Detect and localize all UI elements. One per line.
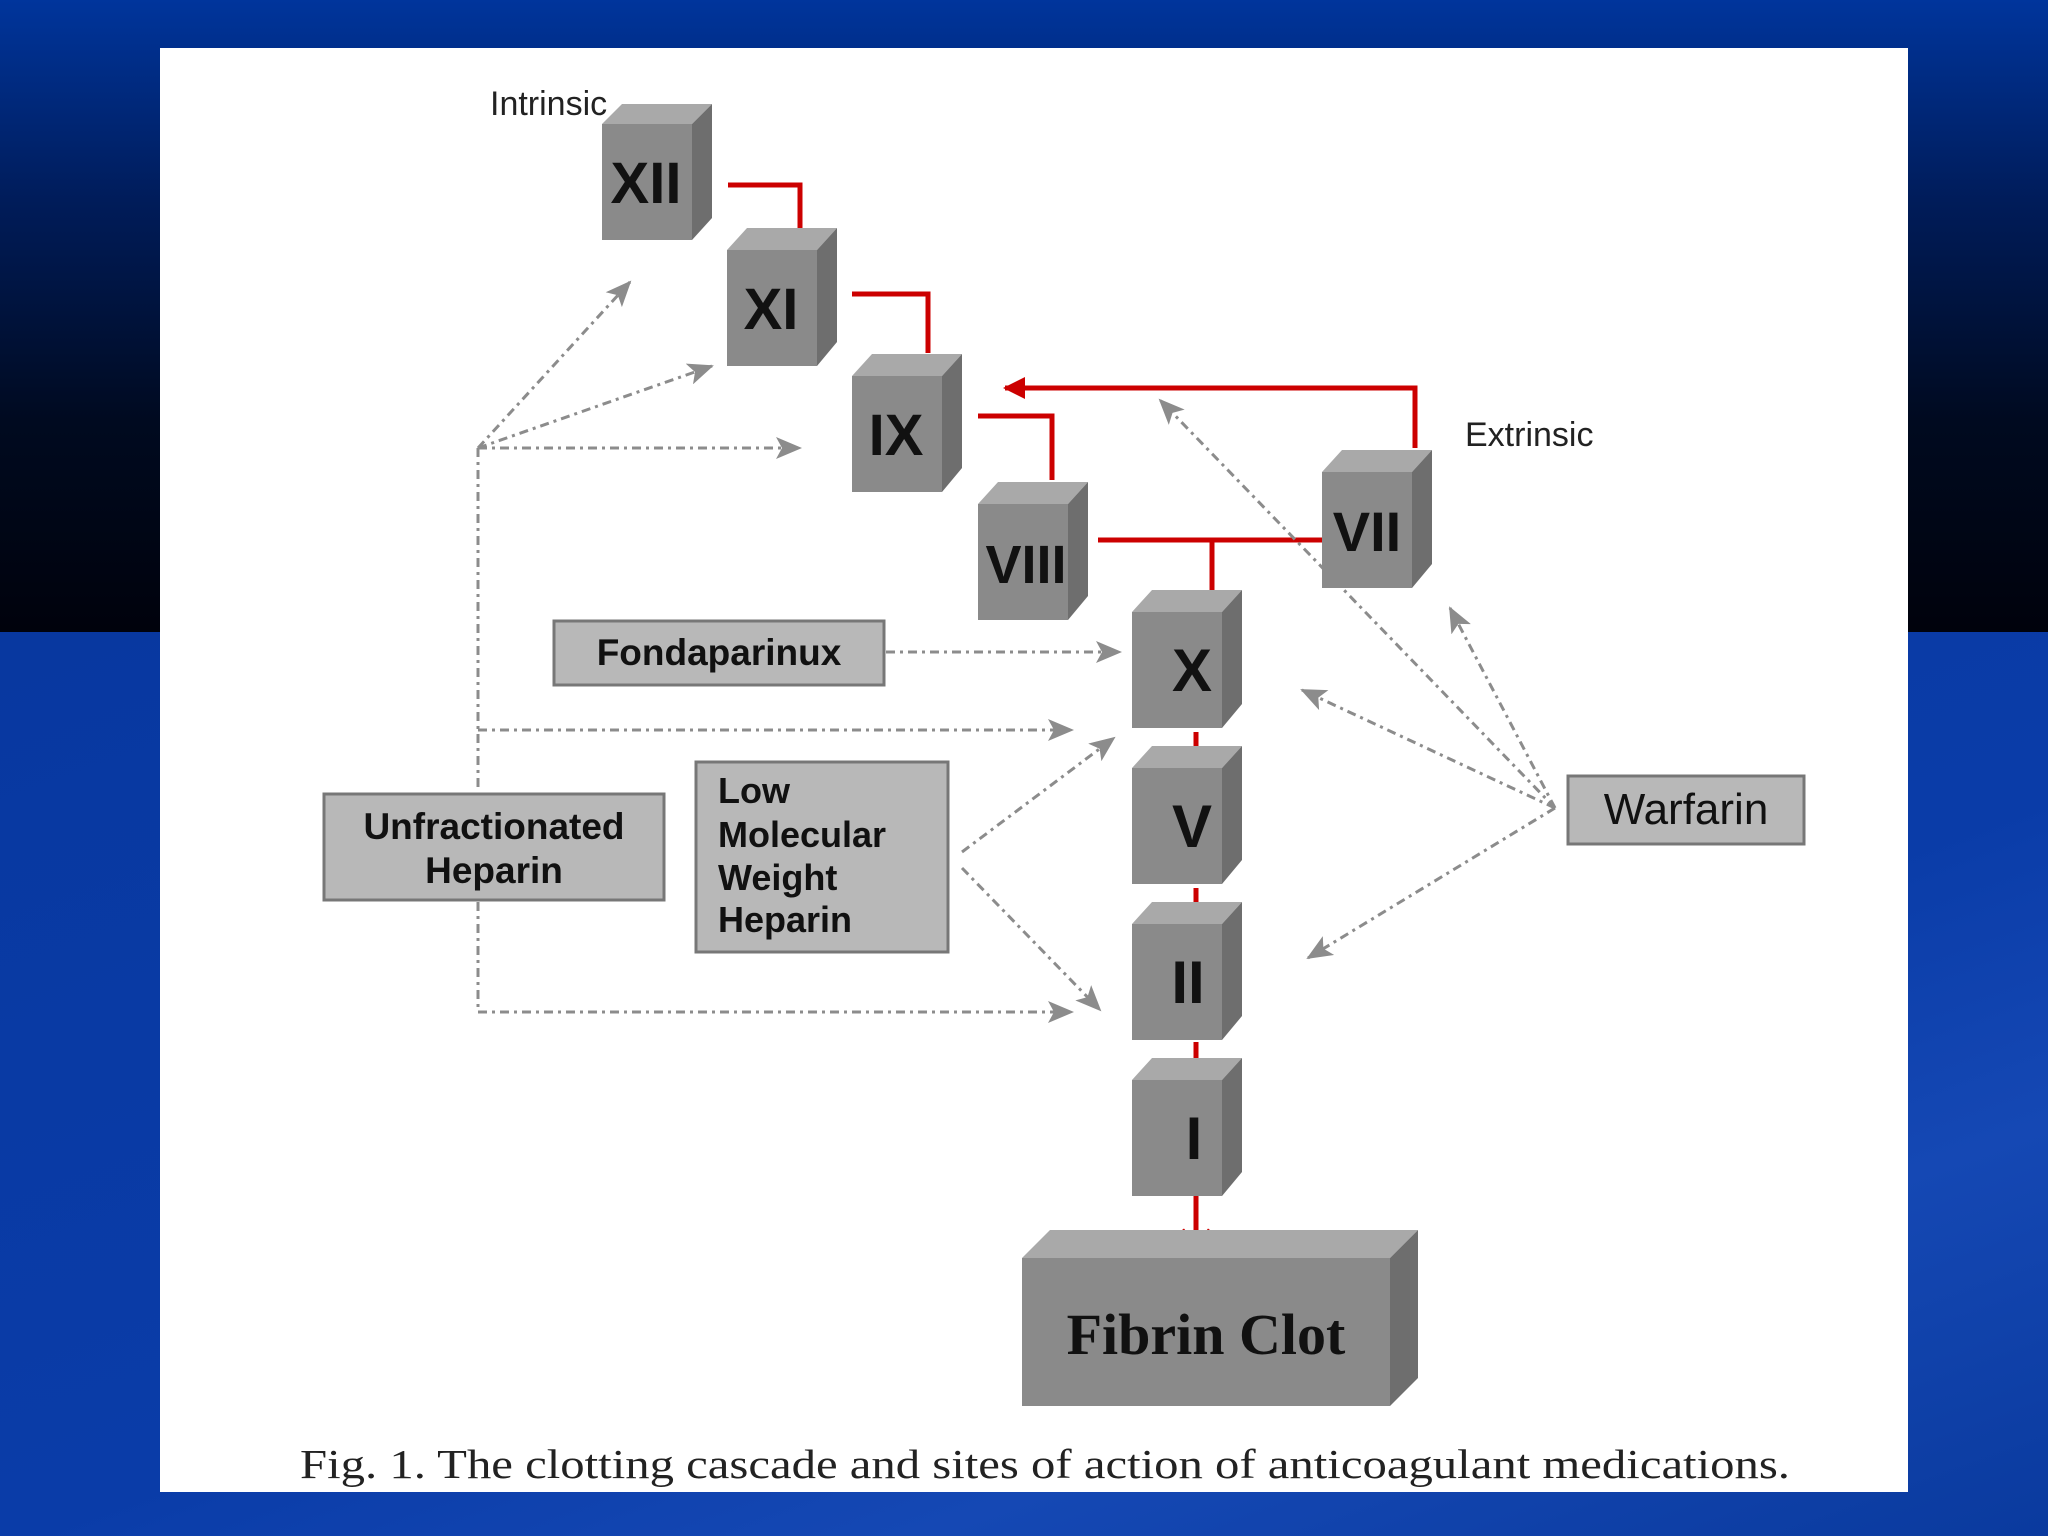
lmwh-to-x <box>961 736 1116 854</box>
lmwh-box: Low Molecular Weight Heparin <box>694 760 950 954</box>
cube-xi: XI <box>727 228 837 366</box>
connector-vii-ix <box>1003 377 1418 448</box>
lmwh-to-ii <box>960 866 1102 1012</box>
warfarin-to-ix <box>1158 398 1557 810</box>
lmwh-label-line4: Heparin <box>718 899 852 940</box>
warfarin-to-vii <box>1448 606 1557 809</box>
cube-ii: II <box>1132 902 1242 1040</box>
ufh-to-xii <box>476 280 632 450</box>
clotting-cascade-diagram: XII XI IX VIII VII X V II <box>300 85 1806 1487</box>
cube-xii: XII <box>602 104 712 240</box>
lmwh-label-line1: Low <box>718 770 791 811</box>
cube-v: V <box>1132 746 1242 884</box>
factor-v-label: V <box>1172 793 1212 860</box>
connector-xii-xi <box>728 182 803 228</box>
ufh-label-line1: Unfractionated <box>363 806 624 847</box>
warfarin-label: Warfarin <box>1604 785 1769 834</box>
connector-xi-ix <box>852 291 931 353</box>
factor-xii-label: XII <box>611 151 682 216</box>
slide-panel: XII XI IX VIII VII X V II <box>160 48 1908 1492</box>
figure-caption: Fig. 1. The clotting cascade and sites o… <box>300 1441 1790 1487</box>
warfarin-to-ii <box>1306 806 1556 960</box>
factor-viii-label: VIII <box>985 535 1066 595</box>
fondaparinux-box: Fondaparinux <box>552 619 886 687</box>
connector-ix-viii <box>978 413 1055 480</box>
cube-viii: VIII <box>978 482 1088 620</box>
factor-xi-label: XI <box>744 277 799 342</box>
factor-i-label: I <box>1186 1105 1203 1172</box>
warfarin-to-x <box>1300 688 1556 810</box>
ufh-label-line2: Heparin <box>425 850 563 891</box>
cube-vii: VII <box>1322 450 1432 588</box>
factor-x-label: X <box>1172 637 1212 704</box>
factor-ii-label: II <box>1171 949 1204 1016</box>
fibrin-clot-label: Fibrin Clot <box>1067 1302 1346 1367</box>
extrinsic-label: Extrinsic <box>1465 416 1593 454</box>
ufh-to-xi <box>477 363 714 450</box>
factor-vii-label: VII <box>1333 500 1401 563</box>
cube-x: X <box>1132 590 1242 728</box>
lmwh-label-line3: Weight <box>718 857 837 898</box>
lmwh-label-line2: Molecular <box>718 814 886 855</box>
factor-ix-label: IX <box>869 403 924 468</box>
intrinsic-label: Intrinsic <box>490 85 607 123</box>
unfractionated-heparin-box: Unfractionated Heparin <box>322 792 666 902</box>
fondaparinux-label: Fondaparinux <box>597 632 842 673</box>
cube-i: I <box>1132 1058 1242 1196</box>
cube-ix: IX <box>852 354 962 492</box>
drug-action-arrows <box>476 280 1557 1023</box>
fibrin-clot-block: Fibrin Clot <box>1022 1230 1418 1406</box>
warfarin-box: Warfarin <box>1566 774 1806 846</box>
